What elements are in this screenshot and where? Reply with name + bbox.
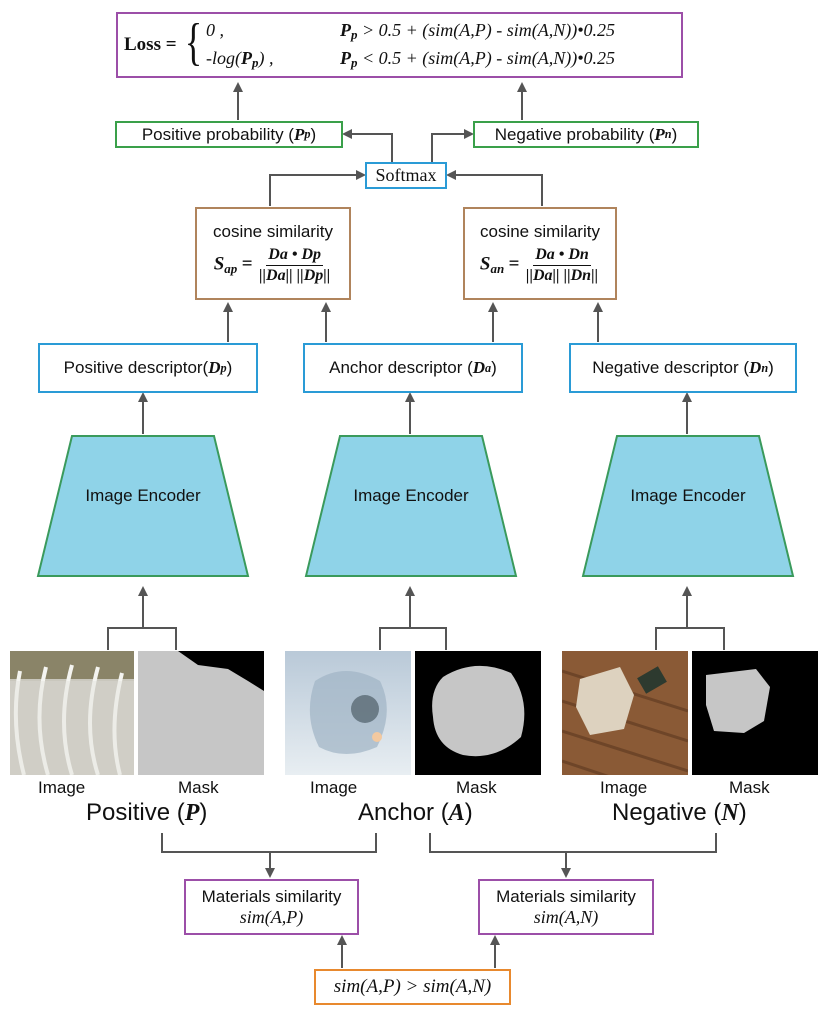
negative-mask-caption: Mask (729, 778, 770, 797)
negative-group-label: Negative (N) (612, 799, 747, 826)
softmax-box: Softmax (365, 162, 447, 189)
positive-mask-caption: Mask (178, 778, 219, 797)
encoder-anchor-shape (304, 435, 518, 577)
negative-image-caption: Image (600, 778, 648, 797)
comparison-box: sim(A,P) > sim(A,N) (314, 969, 511, 1005)
materials-similarity-ap-box: Materials similarity sim(A,P) (184, 879, 359, 935)
cosine-formula-an: San = Da • Dn||Da|| ||Dn|| (479, 246, 599, 284)
anchor-group-label: Anchor (A) (358, 799, 473, 826)
loss-box: Loss = { 0 , Pp > 0.5 + (sim(A,P) - sim(… (116, 12, 683, 78)
loss-brace: { (184, 14, 202, 71)
materials-sim-an: sim(A,N) (533, 906, 599, 927)
loss-label: Loss = (124, 34, 177, 55)
materials-similarity-an-box: Materials similarity sim(A,N) (478, 879, 654, 935)
loss-case2-value: -log(Pp) , (206, 48, 274, 71)
cosine-title: cosine similarity (213, 222, 333, 241)
loss-cases: 0 , Pp > 0.5 + (sim(A,P) - sim(A,N))•0.2… (206, 20, 676, 74)
loss-case1-value: 0 , (206, 20, 224, 40)
loss-case2-condition: Pp < 0.5 + (sim(A,P) - sim(A,N))•0.25 (340, 48, 616, 71)
materials-sim-ap: sim(A,P) (239, 906, 304, 927)
cosine-title: cosine similarity (480, 222, 600, 241)
positive-mask-thumbnail (138, 651, 264, 775)
loss-case1-condition: Pp > 0.5 + (sim(A,P) - sim(A,N))•0.25 (340, 20, 616, 43)
anchor-image-thumbnail (285, 651, 411, 775)
encoder-anchor-label: Image Encoder (353, 486, 469, 505)
negative-mask-thumbnail (692, 651, 818, 775)
positive-group-label: Positive (P) (86, 799, 208, 826)
cosine-similarity-positive-box: cosine similarity Sap = Da • Dp||Da|| ||… (195, 207, 351, 300)
positive-image-thumbnail (10, 651, 134, 775)
cosine-similarity-negative-box: cosine similarity San = Da • Dn||Da|| ||… (463, 207, 617, 300)
encoder-positive-shape (36, 435, 250, 577)
positive-image-caption: Image (38, 778, 86, 797)
anchor-mask-thumbnail (415, 651, 541, 775)
cosine-formula-ap: Sap = Da • Dp||Da|| ||Dp|| (213, 246, 331, 284)
materials-title: Materials similarity (496, 886, 636, 906)
encoder-negative-shape (581, 435, 795, 577)
encoder-positive-label: Image Encoder (85, 486, 201, 505)
negative-image-thumbnail (562, 651, 688, 775)
materials-title: Materials similarity (201, 886, 342, 906)
anchor-mask-caption: Mask (456, 778, 497, 797)
encoder-negative-label: Image Encoder (630, 486, 746, 505)
anchor-image-caption: Image (310, 778, 358, 797)
